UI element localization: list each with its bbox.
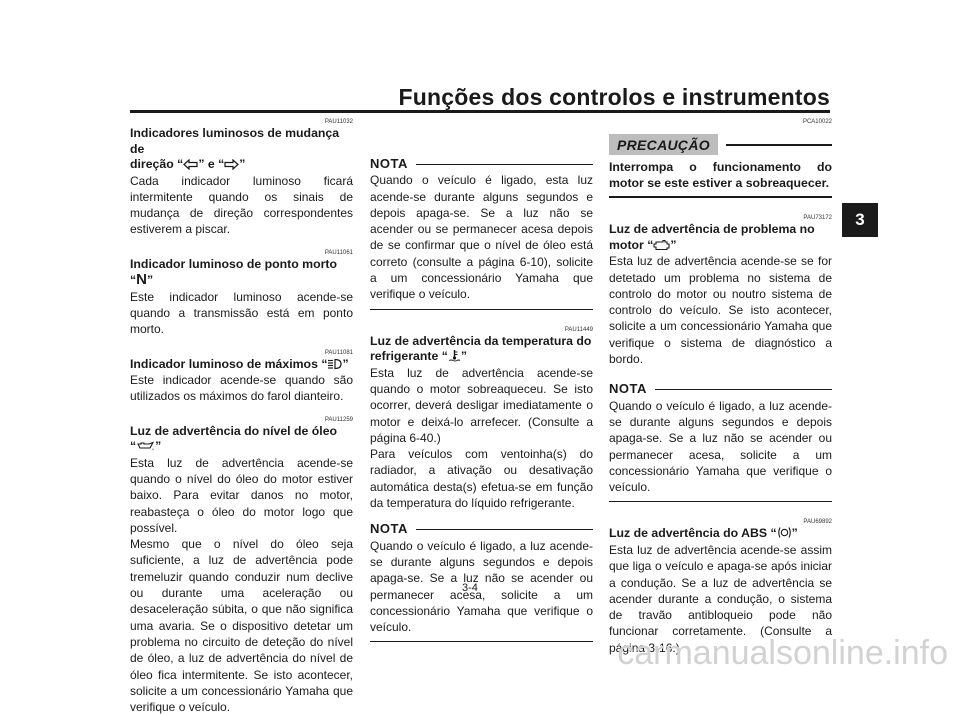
title-text: Indicadores luminosos de mudança de (130, 126, 340, 156)
nota-header: NOTA (370, 521, 593, 537)
title-text: Luz de advertência da temperatura do ref… (370, 333, 592, 364)
nota-end-rule (609, 501, 832, 503)
turn-left-arrow-icon (183, 159, 198, 170)
section-title-neutral: Indicador luminoso de ponto morto “N” (130, 257, 353, 289)
section-body: Para veículos com ventoinha(s) do radiad… (370, 447, 593, 511)
section-body: Esta luz de advertência acende-se assim … (609, 542, 832, 655)
section-code: PAU11032 (324, 119, 353, 125)
section-title-oil-level: Luz de advertência do nível de óleo “ ” (130, 424, 353, 455)
title-text: ” (791, 526, 798, 541)
title-text: ” (239, 157, 246, 171)
section-code: PAU11259 (324, 416, 353, 423)
section-code: PAU11061 (324, 249, 353, 256)
nota-label: NOTA (609, 381, 647, 397)
title-text: Indicador luminoso de ponto morto “ (130, 256, 337, 288)
title-text: ” (155, 439, 162, 454)
section-title-abs: Luz de advertência do ABS “ ” (609, 526, 832, 542)
section-body: Este indicador luminoso acende-se quando… (130, 289, 353, 337)
column-3: PCA10022 PRECAUÇÃO Interrompa o funciona… (609, 118, 832, 656)
column-1: PAU11032 Indicadores luminosos de mudanç… (130, 118, 353, 715)
nota-body: Quando o veículo é ligado, esta luz acen… (370, 173, 593, 302)
section-code: PAU73172 (803, 215, 832, 222)
abs-icon (777, 527, 791, 539)
nota-end-rule (370, 308, 593, 310)
high-beam-icon (328, 358, 343, 369)
nota-body: Quando o veículo é ligado, a luz acende-… (370, 538, 593, 635)
title-text: Luz de advertência de problema no motor … (609, 222, 815, 252)
section-title-engine-trouble: Luz de advertência de problema no motor … (609, 222, 832, 253)
section-body: Esta luz de advertência acende-se quando… (370, 365, 593, 445)
nota-header: NOTA (370, 156, 593, 172)
section-title-turn-signal: Indicadores luminosos de mudança de dire… (130, 126, 353, 173)
precaucao-end-rule (609, 196, 832, 199)
nota-rule (415, 163, 593, 165)
title-text: Luz de advertência do nível de óleo (130, 423, 338, 438)
section-body: Cada indicador luminoso ficará intermite… (130, 173, 353, 237)
oil-can-icon (137, 441, 155, 451)
section-body: Este indicador acende-se quando são util… (130, 373, 353, 404)
watermark[interactable]: carmanualsonline.info (617, 634, 948, 672)
precaucao-rule (725, 143, 832, 146)
page-title: Funções dos controlos e instrumentos (398, 84, 830, 110)
section-body: Mesmo que o nível do óleo seja suficient… (130, 537, 353, 715)
title-text: Luz de advertência do ABS “ (609, 526, 777, 541)
turn-right-arrow-icon (224, 159, 240, 170)
column-2: NOTA Quando o veículo é ligado, esta luz… (370, 118, 593, 646)
coolant-temperature-icon (448, 350, 461, 362)
chapter-tab[interactable]: 3 (842, 203, 878, 237)
nota-header: NOTA (609, 381, 832, 397)
title-text: ” (460, 349, 468, 364)
section-code: PCA10022 (802, 119, 832, 125)
section-code: PAU11449 (564, 326, 593, 333)
precaucao-header: PRECAUÇÃO (609, 134, 832, 156)
nota-end-rule (370, 641, 593, 643)
engine-icon (653, 239, 670, 250)
title-text: Indicador luminoso de máximos “ (130, 356, 328, 371)
title-text: direção “ (130, 157, 184, 171)
section-title-coolant: Luz de advertência da temperatura do ref… (370, 334, 593, 365)
section-body: Esta luz de advertência acende-se quando… (130, 455, 353, 535)
title-text: ” (342, 356, 349, 371)
section-code: PAU11081 (324, 349, 353, 356)
nota-rule (415, 528, 593, 530)
precaucao-label: PRECAUÇÃO (609, 134, 718, 156)
section-code: PAU69892 (803, 519, 832, 526)
neutral-n-icon: N (136, 271, 147, 289)
page-number: 3-4 (462, 582, 478, 594)
title-text: ” (147, 273, 154, 288)
title-text: ” e “ (198, 157, 225, 171)
nota-rule (654, 389, 832, 391)
nota-label: NOTA (370, 521, 408, 537)
section-title-high-beam: Indicador luminoso de máximos “ ” (130, 357, 353, 373)
title-text: ” (670, 237, 677, 252)
title-text: “ (130, 439, 137, 454)
nota-label: NOTA (370, 156, 408, 171)
section-body: Esta luz de advertência acende-se se for… (609, 254, 832, 367)
header-rule (130, 110, 830, 113)
nota-body: Quando o veículo é ligado, a luz acende-… (609, 398, 832, 495)
precaucao-body: Interrompa o funcionamento do motor se e… (609, 160, 832, 190)
